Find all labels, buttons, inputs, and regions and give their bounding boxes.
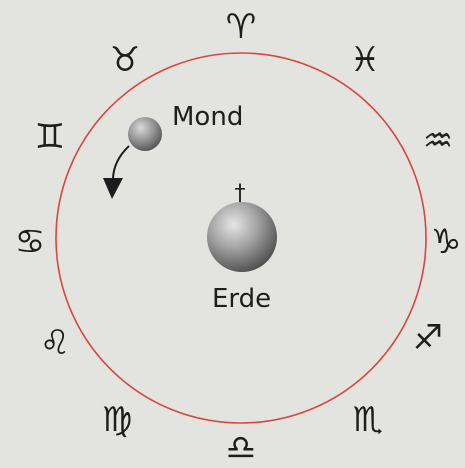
aries-icon: ♈ bbox=[226, 10, 256, 44]
pisces-icon: ♓ bbox=[350, 43, 380, 77]
earth-sphere bbox=[207, 202, 277, 272]
earth: † bbox=[207, 181, 277, 272]
moon-sphere bbox=[128, 117, 162, 151]
virgo-icon: ♍ bbox=[102, 403, 132, 437]
leo-icon: ♌ bbox=[40, 326, 70, 360]
libra-icon: ♎ bbox=[226, 431, 256, 465]
sagittarius-icon: ♐ bbox=[413, 321, 443, 355]
scorpio-icon: ♏ bbox=[353, 403, 383, 437]
earth-cross-symbol: † bbox=[235, 181, 246, 206]
moon-direction-arrow bbox=[113, 146, 129, 178]
arrow-head bbox=[103, 178, 123, 199]
cancer-icon: ♋ bbox=[15, 225, 45, 259]
earth-label: Erde bbox=[212, 286, 271, 312]
gemini-icon: ♊ bbox=[35, 120, 65, 154]
aquarius-icon: ♒ bbox=[423, 124, 453, 158]
moon-label: Mond bbox=[172, 104, 243, 130]
moon bbox=[103, 117, 162, 199]
taurus-icon: ♉ bbox=[110, 43, 140, 77]
capricorn-icon: ♑ bbox=[431, 225, 461, 259]
